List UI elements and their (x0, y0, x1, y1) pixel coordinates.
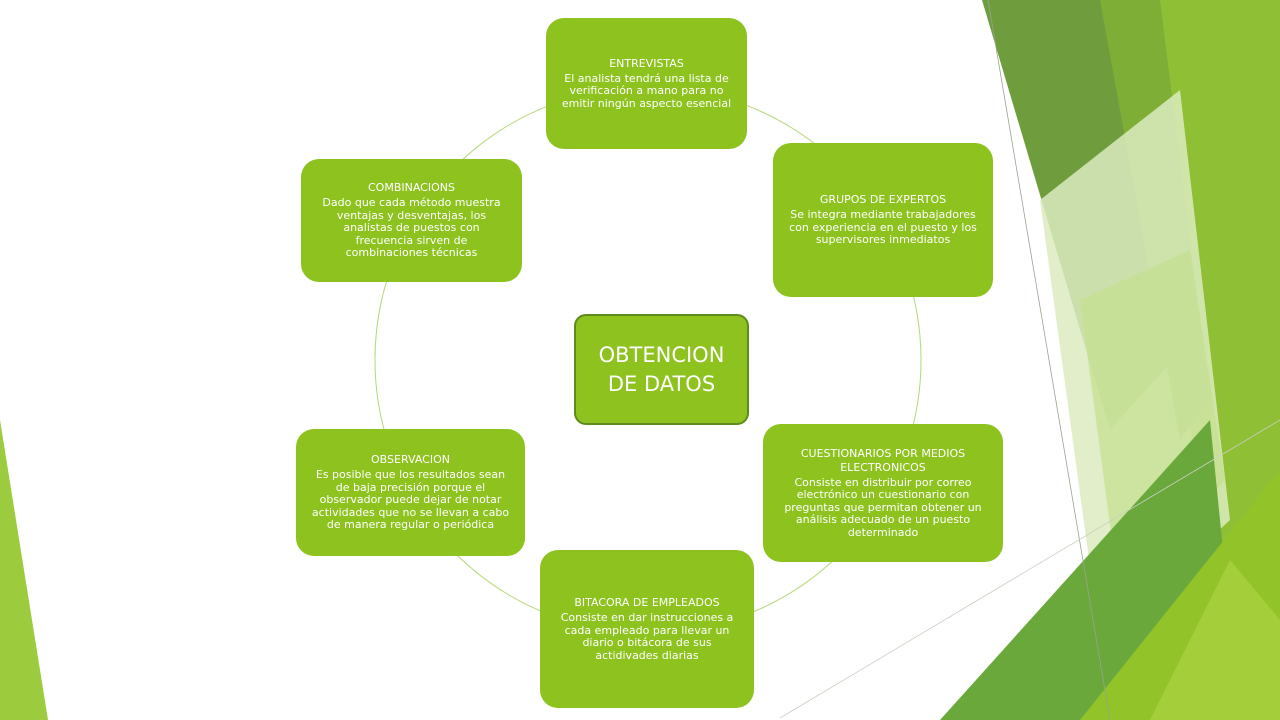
center-node: OBTENCION DE DATOS (574, 314, 749, 425)
node-observacion: OBSERVACION Es posible que los resultado… (296, 429, 525, 556)
node-grupos-de-expertos: GRUPOS DE EXPERTOS Se integra mediante t… (773, 143, 993, 297)
node-text: El analista tendrá una lista de verifica… (561, 71, 732, 110)
node-title: OBSERVACION (371, 453, 450, 467)
node-text: Se integra mediante trabajadores con exp… (789, 208, 977, 247)
node-entrevistas: ENTREVISTAS El analista tendrá una lista… (546, 18, 747, 149)
node-title: GRUPOS DE EXPERTOS (819, 193, 947, 207)
decor-line-2 (779, 419, 1280, 719)
node-cuestionarios: CUESTIONARIOS POR MEDIOS ELECTRONICOS Co… (763, 424, 1003, 562)
node-bitacora: BITACORA DE EMPLEADOS Consiste en dar in… (540, 550, 754, 708)
node-text: Es posible que los resultados sean de ba… (311, 468, 510, 532)
node-text: Dado que cada método muestra ventajas y … (322, 196, 501, 260)
node-combinaciones: COMBINACIONS Dado que cada método muestr… (301, 159, 522, 282)
node-title: CUESTIONARIOS POR MEDIOS ELECTRONICOS (800, 446, 966, 474)
node-title: ENTREVISTAS (609, 56, 684, 70)
node-title: COMBINACIONS (368, 181, 455, 195)
node-title: BITACORA DE EMPLEADOS (574, 596, 720, 609)
decor-line-1 (987, 0, 1111, 720)
left-edge-shape (0, 420, 48, 720)
bottom-right-shape-mid (1150, 560, 1280, 720)
node-text: Consiste en dar instrucciones a cada emp… (560, 611, 734, 662)
node-text: Consiste en distribuir por correo electr… (784, 475, 982, 539)
center-label: OBTENCION DE DATOS (598, 342, 725, 396)
